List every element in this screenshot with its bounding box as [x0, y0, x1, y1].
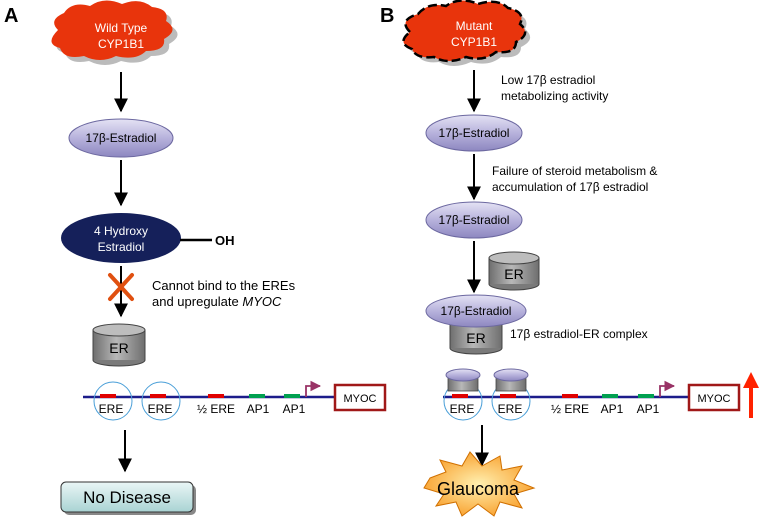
blocked-x-mark [108, 273, 134, 301]
promoter-region-b: MYOC ERE ERE ½ ERE AP1 AP1 [443, 380, 741, 421]
bound-complex-2 [493, 368, 529, 392]
bound-complex-1 [445, 368, 481, 392]
low-activity-line2: metabolizing activity [501, 89, 608, 103]
er-cylinder-a: ER [92, 323, 146, 367]
complex-label: 17β estradiol-ER complex [510, 327, 648, 341]
complex-estradiol-label: 17β-Estradiol [441, 304, 512, 318]
cyp1b1-label: CYP1B1 [98, 37, 144, 51]
mutant-label: Mutant [456, 19, 493, 33]
estradiol-ellipse-a: 17β-Estradiol [68, 118, 174, 158]
cannot-bind-line1: Cannot bind to the EREs [152, 278, 296, 293]
glaucoma-burst: Glaucoma [423, 451, 536, 517]
er-label-b: ER [504, 266, 523, 282]
panel-a-label: A [4, 5, 18, 27]
half-ere-label-b: ½ ERE [551, 402, 589, 416]
ere2-label-b: ERE [498, 402, 523, 416]
oh-label: OH [215, 233, 235, 248]
low-activity-line1: Low 17β estradiol [501, 73, 595, 87]
estradiol-label-b1: 17β-Estradiol [439, 126, 510, 140]
hydroxy-label-line1: 4 Hydroxy [94, 224, 148, 238]
glaucoma-label: Glaucoma [437, 479, 520, 499]
myoc-gene-a: MYOC [344, 393, 377, 405]
ap1b-label-a: AP1 [283, 402, 306, 416]
cannot-bind-line2: and upregulate MYOC [152, 294, 282, 309]
wild-type-label: Wild Type [95, 21, 148, 35]
upregulation-arrow [743, 372, 759, 418]
ere2-label-a: ERE [148, 402, 173, 416]
hydroxy-label-line2: Estradiol [98, 240, 145, 254]
complex-er-label: ER [466, 330, 485, 346]
failure-line2: accumulation of 17β estradiol [492, 180, 648, 194]
panel-b-label: B [380, 5, 394, 27]
er-label-a: ER [109, 340, 128, 356]
mutant-cyp1b1-label: CYP1B1 [451, 35, 497, 49]
er-cylinder-b: ER [488, 251, 540, 291]
failure-line1: Failure of steroid metabolism & [492, 164, 657, 178]
ere1-label-a: ERE [99, 402, 124, 416]
estradiol-label-a: 17β-Estradiol [86, 131, 157, 145]
no-disease-box: No Disease [60, 481, 196, 515]
ere1-label-b: ERE [450, 402, 475, 416]
no-disease-label: No Disease [83, 488, 171, 507]
ap1a-label-b: AP1 [601, 402, 624, 416]
estradiol-ellipse-b2: 17β-Estradiol [425, 201, 523, 239]
promoter-region-a: MYOC ERE ERE ½ ERE AP1 AP1 [83, 380, 387, 421]
mutant-cyp1b1-cloud: Mutant CYP1B1 [402, 0, 531, 67]
myoc-gene-b: MYOC [698, 393, 731, 405]
ap1b-label-b: AP1 [637, 402, 660, 416]
estradiol-ellipse-b1: 17β-Estradiol [425, 114, 523, 152]
ap1a-label-a: AP1 [247, 402, 270, 416]
hydroxy-estradiol-ellipse: 4 Hydroxy Estradiol [61, 213, 181, 263]
estradiol-er-complex: ER 17β-Estradiol [425, 294, 527, 355]
wild-type-cyp1b1-cloud: Wild Type CYP1B1 [51, 0, 178, 66]
half-ere-label-a: ½ ERE [197, 402, 235, 416]
estradiol-label-b2: 17β-Estradiol [439, 213, 510, 227]
